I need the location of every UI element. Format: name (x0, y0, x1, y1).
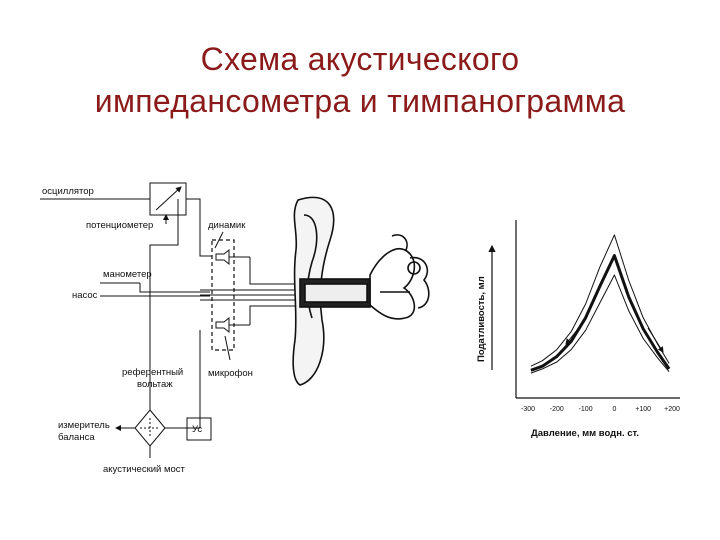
x-tick-label: +100 (635, 406, 651, 413)
schematic-labels: осциллятор потенциометер динамик маномет… (42, 186, 253, 475)
x-tick-label: 0 (612, 406, 616, 413)
label-acoustic-bridge: акустический мост (103, 464, 186, 475)
label-amplifier: Ус (192, 424, 202, 435)
x-tick-label: +200 (664, 406, 680, 413)
ear-illustration (292, 196, 430, 386)
osc-to-speaker-line (186, 198, 212, 257)
impedance-schematic (40, 182, 300, 458)
tympanogram-chart: Податливость, мл -300 -200 -100 0 +100 +200 Д… (476, 220, 680, 439)
tympanogram-curve-2 (530, 254, 671, 372)
x-tick-label: -100 (579, 406, 593, 413)
label-pump: насос (72, 290, 98, 301)
speaker-tube (249, 257, 300, 285)
middle-ear-ossicles (369, 248, 416, 320)
tympanogram-curve-1 (530, 234, 670, 367)
x-tick-label: -200 (550, 406, 564, 413)
direction-arrow-right (647, 327, 664, 353)
microphone-icon (215, 316, 230, 334)
label-microphone: микрофон (208, 368, 253, 379)
x-tick-label: -300 (521, 406, 535, 413)
x-ticks: -300 -200 -100 0 +100 +200 (521, 406, 680, 413)
amplifier-box (186, 417, 212, 441)
tympanogram-series (530, 234, 671, 374)
potentiometer-slider-icon (155, 186, 182, 211)
tympanogram-curve-3 (530, 274, 670, 374)
cochlea-icon (409, 256, 430, 309)
y-axis-label: Податливость, мл (476, 276, 487, 362)
microphone-tube (249, 305, 300, 325)
label-oscillator: осциллятор (42, 186, 94, 197)
mic-to-amp-line (187, 330, 201, 429)
page-title: Схема акустического импедансометра и тим… (0, 38, 720, 122)
title-line-1: Схема акустического (200, 41, 520, 77)
x-axis-label: Давление, мм водн. ст. (531, 428, 639, 439)
direction-arrow-left (565, 319, 586, 345)
label-speaker: динамик (208, 220, 246, 231)
label-balance-meter-2: баланса (58, 432, 95, 443)
label-reference-voltage-2: вольтаж (137, 379, 173, 390)
label-balance-meter-1: измеритель (58, 420, 110, 431)
label-potentiometer: потенциометер (86, 220, 153, 231)
title-line-2: импедансометра и тимпанограмма (94, 83, 626, 119)
speaker-icon (215, 248, 230, 266)
label-reference-voltage-1: референтный (122, 367, 183, 378)
label-manometer: манометер (103, 269, 152, 280)
